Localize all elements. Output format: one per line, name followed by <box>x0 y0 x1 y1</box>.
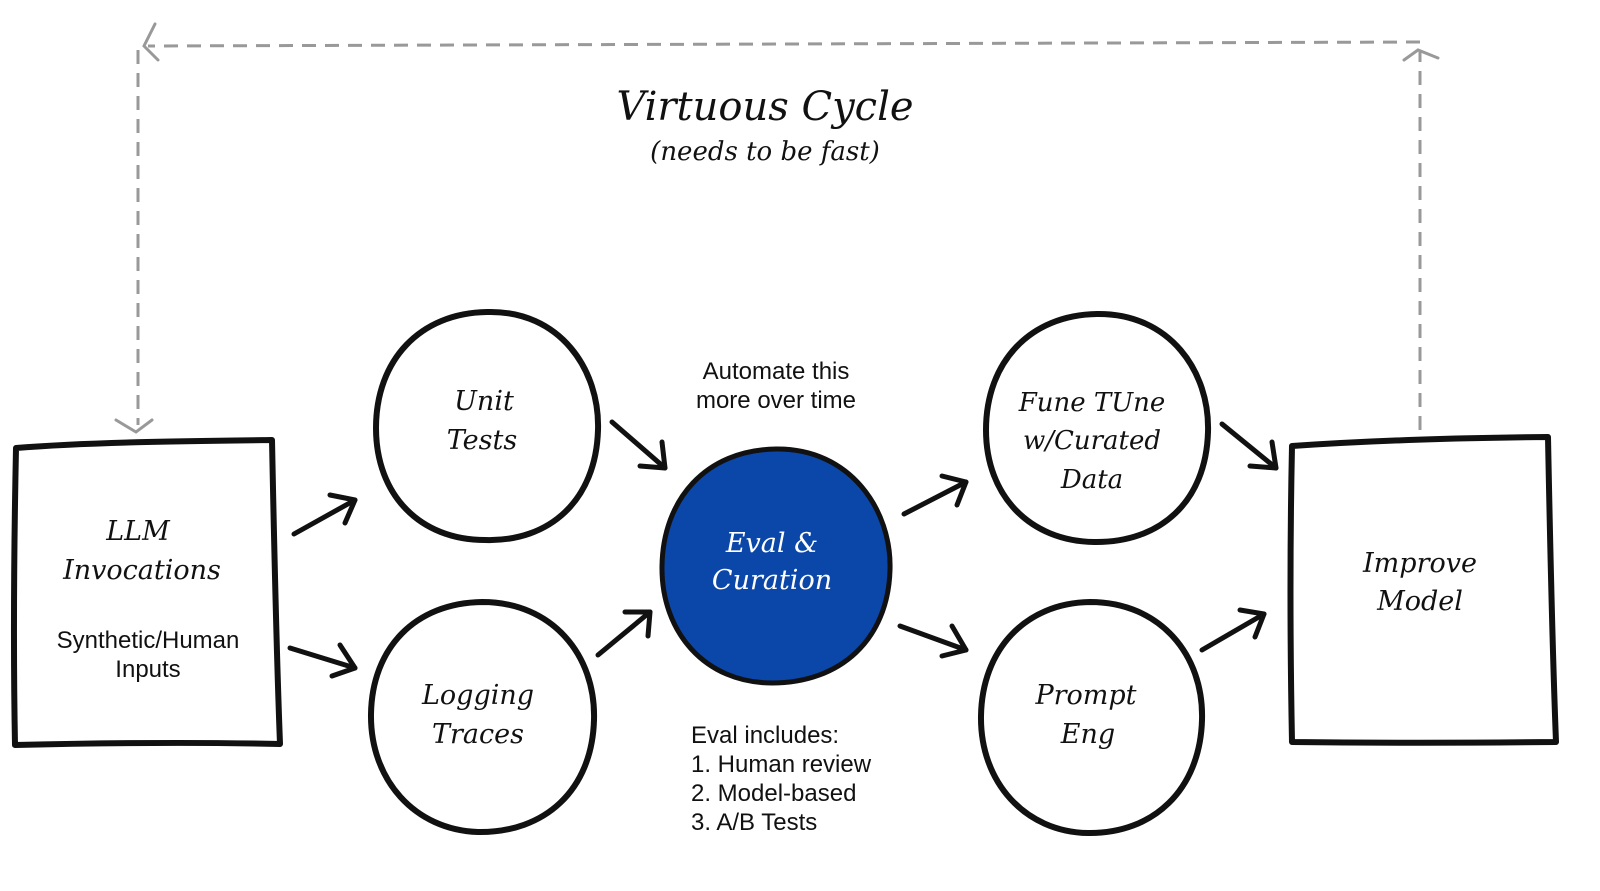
feedback-loop <box>136 40 1422 430</box>
eval-curation-line2: Curation <box>712 565 832 596</box>
note-eval-includes-item: 2. Model-based <box>691 780 856 807</box>
node-logging-traces: Logging Traces <box>367 598 598 836</box>
note-eval-includes: Eval includes: 1. Human review 2. Model-… <box>691 722 872 836</box>
feedback-arrowhead-left <box>142 22 160 62</box>
arrow-prompt-to-improve <box>1199 607 1267 653</box>
arrow-llm-to-logging <box>287 642 358 679</box>
fine-tune-line1: Fune TUne <box>1018 388 1166 418</box>
arrow-logging-to-eval <box>595 609 653 658</box>
fine-tune-circle <box>982 310 1212 546</box>
arrow-llm-to-unit-tests <box>291 492 358 537</box>
note-eval-includes-item: 1. Human review <box>691 751 872 778</box>
eval-curation-line1: Eval & <box>725 528 818 559</box>
llm-sub-line2: Inputs <box>115 656 180 683</box>
diagram-title: Virtuous Cycle <box>616 84 913 130</box>
prompt-eng-circle <box>977 598 1206 837</box>
node-eval-curation: Eval & Curation <box>659 446 893 686</box>
logging-traces-line1: Logging <box>421 680 534 711</box>
prompt-eng-line1: Prompt <box>1034 680 1136 711</box>
arrow-unit-tests-to-eval <box>609 419 668 471</box>
note-eval-includes-item: 3. A/B Tests <box>691 809 817 836</box>
fine-tune-line3: Data <box>1060 465 1123 495</box>
improve-model-line2: Model <box>1376 586 1463 617</box>
unit-tests-line2: Tests <box>447 425 517 456</box>
improve-model-box-shape <box>1287 434 1559 746</box>
unit-tests-circle <box>372 308 602 544</box>
note-automate-line2: more over time <box>696 387 856 414</box>
llm-label-line2: Invocations <box>62 555 221 586</box>
note-eval-includes-heading: Eval includes: <box>691 722 839 749</box>
unit-tests-line1: Unit <box>454 386 514 417</box>
arrow-eval-to-fine-tune <box>901 473 969 517</box>
diagram-subtitle: (needs to be fast) <box>650 137 880 167</box>
feedback-arrowhead-up <box>1402 48 1440 62</box>
logging-traces-circle <box>367 598 598 836</box>
prompt-eng-line2: Eng <box>1060 719 1115 750</box>
node-llm-invocations: LLM Invocations Synthetic/Human Inputs <box>10 437 283 748</box>
feedback-loop-arrowheads <box>114 22 1440 434</box>
llm-sub-line1: Synthetic/Human <box>57 627 240 654</box>
feedback-arrowhead-down <box>114 418 154 434</box>
note-automate: Automate this more over time <box>696 358 856 414</box>
llm-label-line1: LLM <box>105 516 171 547</box>
eval-curation-circle <box>659 446 893 686</box>
node-unit-tests: Unit Tests <box>372 308 602 544</box>
arrow-fine-tune-to-improve <box>1219 421 1279 471</box>
node-improve-model: Improve Model <box>1287 434 1559 746</box>
logging-traces-line2: Traces <box>432 719 524 750</box>
node-prompt-eng: Prompt Eng <box>977 598 1206 837</box>
fine-tune-line2: w/Curated <box>1023 426 1161 456</box>
node-fine-tune: Fune TUne w/Curated Data <box>982 310 1212 546</box>
connector-arrows <box>287 419 1279 679</box>
improve-model-line1: Improve <box>1362 548 1477 579</box>
note-automate-line1: Automate this <box>703 358 850 385</box>
arrow-eval-to-prompt <box>897 623 969 659</box>
llm-box-shape <box>10 437 283 748</box>
feedback-loop-top-segment <box>147 40 1421 48</box>
